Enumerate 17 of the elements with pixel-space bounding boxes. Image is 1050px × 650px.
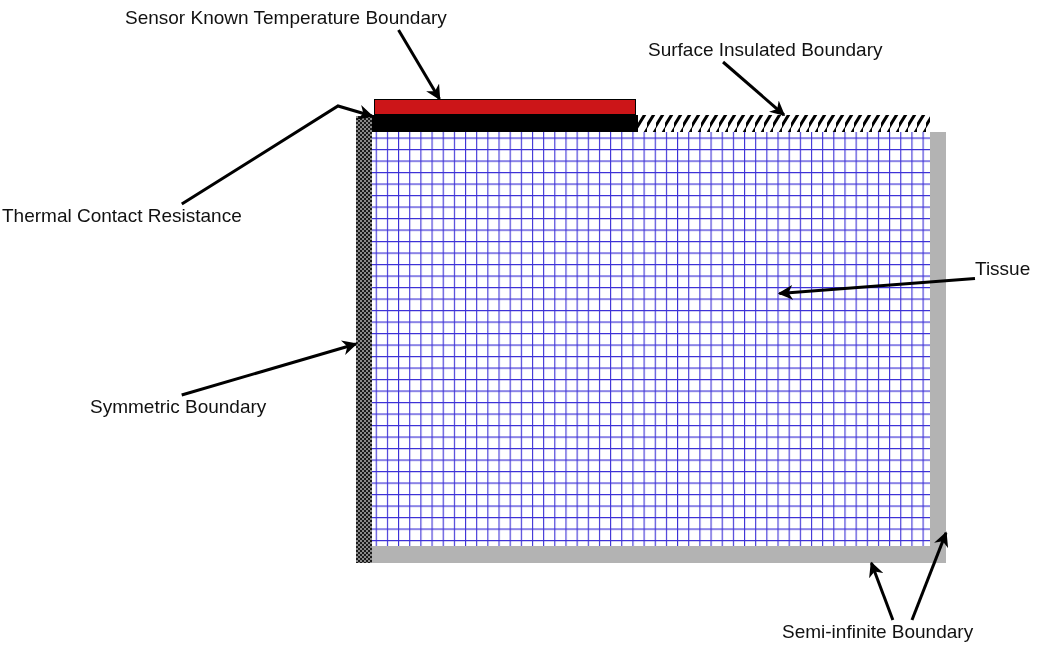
- arrow: [181, 104, 374, 206]
- sensor-bar: [374, 99, 636, 115]
- symmetric-boundary-strip: [356, 116, 372, 563]
- callout-label: Symmetric Boundary: [90, 395, 267, 419]
- arrow: [181, 340, 358, 397]
- callout-label: Thermal Contact Resistance: [2, 204, 242, 228]
- arrow: [722, 60, 786, 117]
- callout-label: Semi-infinite Boundary: [782, 620, 974, 644]
- arrow: [397, 29, 441, 101]
- contact-resistance-layer: [372, 115, 638, 132]
- callout-label: Surface Insulated Boundary: [648, 38, 883, 62]
- arrow: [869, 561, 895, 621]
- callout-label: Tissue: [975, 257, 1031, 281]
- arrow: [910, 531, 949, 621]
- insulated-hatched-strip: [638, 115, 930, 132]
- callout-label: Sensor Known Temperature Boundary: [125, 6, 447, 30]
- arrow: [777, 277, 976, 300]
